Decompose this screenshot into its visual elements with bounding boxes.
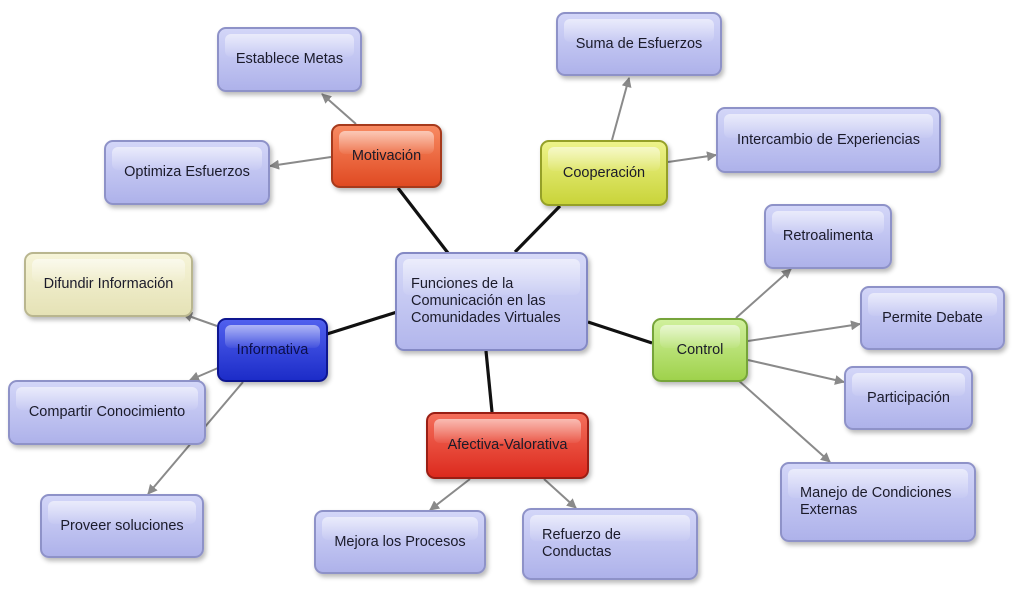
difundir-informacion-node[interactable]: Difundir Información: [24, 252, 193, 317]
retroalimenta-node[interactable]: Retroalimenta: [764, 204, 892, 269]
refuerzo-conductas-node[interactable]: Refuerzo de Conductas: [522, 508, 698, 580]
permite-debate-node[interactable]: Permite Debate: [860, 286, 1005, 350]
arrow-motivacion-metas: [321, 93, 357, 125]
establece-metas-label: Establece Metas: [235, 51, 344, 68]
intercambio-experiencias-label: Intercambio de Experiencias: [737, 131, 920, 148]
afectiva-valorativa-node[interactable]: Afectiva-Valorativa: [426, 412, 589, 479]
cooperacion-label: Cooperación: [562, 164, 646, 181]
arrow-informativa-compartir: [189, 367, 219, 382]
control-node[interactable]: Control: [652, 318, 748, 382]
optimiza-esfuerzos-label: Optimiza Esfuerzos: [124, 164, 250, 181]
central-node[interactable]: Funciones de la Comunicación en las Comu…: [395, 252, 588, 351]
arrow-control-debate: [747, 320, 861, 342]
proveer-soluciones-label: Proveer soluciones: [60, 517, 184, 534]
establece-metas-node[interactable]: Establece Metas: [217, 27, 362, 92]
arrow-informativa-difundir: [182, 312, 218, 327]
suma-esfuerzos-label: Suma de Esfuerzos: [575, 35, 703, 52]
refuerzo-conductas-label: Refuerzo de Conductas: [542, 527, 621, 560]
link-center-cooperacion: [513, 204, 562, 254]
manejo-condiciones-node[interactable]: Manejo de Condiciones Externas: [780, 462, 976, 542]
permite-debate-label: Permite Debate: [882, 309, 983, 326]
arrow-motivacion-optimiza: [269, 156, 332, 170]
mejora-procesos-label: Mejora los Procesos: [334, 533, 466, 550]
participacion-label: Participación: [866, 389, 950, 406]
motivacion-label: Motivación: [351, 147, 422, 164]
manejo-condiciones-label: Manejo de Condiciones Externas: [800, 485, 952, 518]
retroalimenta-label: Retroalimenta: [782, 228, 874, 245]
link-center-informativa: [326, 310, 398, 336]
optimiza-esfuerzos-node[interactable]: Optimiza Esfuerzos: [104, 140, 270, 205]
arrow-afectiva-mejora: [429, 478, 471, 511]
arrow-control-retro: [735, 268, 792, 319]
arrow-cooperacion-suma: [611, 77, 632, 141]
motivacion-node[interactable]: Motivación: [331, 124, 442, 188]
compartir-conocimiento-node[interactable]: Compartir Conocimiento: [8, 380, 206, 445]
link-center-control: [587, 320, 653, 345]
difundir-informacion-label: Difundir Información: [43, 276, 174, 293]
arrow-control-manejo: [737, 379, 831, 463]
cooperacion-node[interactable]: Cooperación: [540, 140, 668, 206]
informativa-node[interactable]: Informativa: [217, 318, 328, 382]
link-center-motivacion: [396, 187, 450, 254]
control-label: Control: [676, 341, 724, 358]
link-center-afectiva: [484, 350, 494, 413]
arrow-cooperacion-intercambio: [667, 151, 717, 163]
proveer-soluciones-node[interactable]: Proveer soluciones: [40, 494, 204, 558]
suma-esfuerzos-node[interactable]: Suma de Esfuerzos: [556, 12, 722, 76]
mejora-procesos-node[interactable]: Mejora los Procesos: [314, 510, 486, 574]
central-node-label: Funciones de la Comunicación en las Comu…: [411, 276, 561, 326]
participacion-node[interactable]: Participación: [844, 366, 973, 430]
informativa-label: Informativa: [236, 341, 309, 358]
intercambio-experiencias-node[interactable]: Intercambio de Experiencias: [716, 107, 941, 173]
compartir-conocimiento-label: Compartir Conocimiento: [28, 404, 186, 421]
arrow-afectiva-refuerzo: [543, 478, 577, 509]
arrow-control-participacion: [747, 359, 845, 385]
afectiva-valorativa-label: Afectiva-Valorativa: [447, 437, 568, 454]
